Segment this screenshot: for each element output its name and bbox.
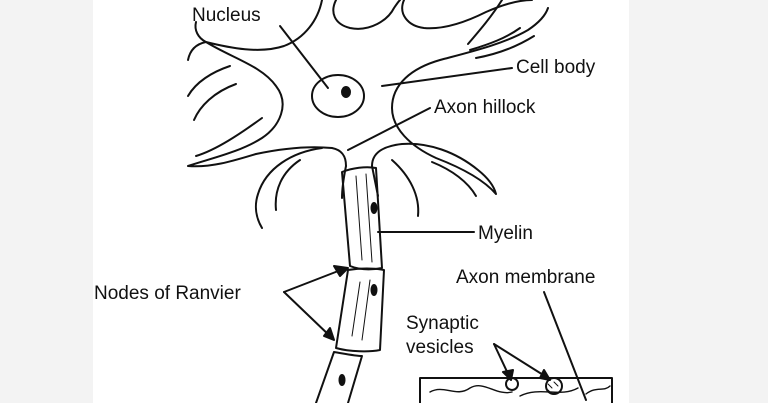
arrowhead-vesicle-2 <box>539 369 551 381</box>
leader-ranvier-2 <box>283 291 333 339</box>
arrowhead-vesicle-1 <box>502 369 514 381</box>
synapse-box <box>419 377 613 403</box>
arrowhead-ranvier-2 <box>323 327 335 341</box>
myelin-lines-2 <box>351 279 371 341</box>
label-cell-body: Cell body <box>516 57 596 78</box>
dendrite-left-c <box>195 117 263 157</box>
nucleus-shape <box>311 74 365 118</box>
left-margin <box>0 0 93 403</box>
leader-vesicle-2 <box>493 343 549 379</box>
label-myelin: Myelin <box>478 223 533 244</box>
label-axon-hillock: Axon hillock <box>434 97 536 118</box>
label-vesicles: vesicles <box>406 337 474 358</box>
dendrite-left-b <box>187 65 237 121</box>
cell-body-outline <box>187 0 549 195</box>
label-axon-membrane: Axon membrane <box>456 267 596 288</box>
dendrite-top-3 <box>467 0 503 45</box>
dendrite-lower-left <box>254 147 323 229</box>
diagram-canvas <box>93 0 629 403</box>
right-margin <box>629 0 768 403</box>
myelin-segment-2 <box>335 267 385 353</box>
arrowhead-ranvier-1 <box>333 265 349 277</box>
leader-nucleus <box>279 25 329 89</box>
leader-cell-body <box>381 67 513 87</box>
leader-axon-membrane <box>543 291 587 401</box>
nucleolus <box>341 86 351 98</box>
synaptic-vesicle-2 <box>545 377 563 395</box>
dendrite-lower-right <box>391 159 477 217</box>
leader-axon-hillock <box>347 107 431 151</box>
label-nodes-of-ranvier: Nodes of Ranvier <box>94 283 241 304</box>
leader-ranvier-1 <box>283 267 347 293</box>
label-nucleus: Nucleus <box>192 5 261 26</box>
schwann-nucleus-2 <box>370 284 378 296</box>
schwann-nucleus-3 <box>338 374 346 386</box>
schwann-nucleus-1 <box>370 202 378 214</box>
myelin-segment-3 <box>315 351 363 403</box>
dendrite-right-fibers <box>469 27 535 59</box>
vesicle-texture <box>547 381 559 395</box>
dendrite-top-1 <box>332 0 401 30</box>
myelin-lines-1 <box>355 173 373 263</box>
dendrite-top-2 <box>401 0 533 30</box>
dendrite-left-a <box>187 21 207 61</box>
label-synaptic: Synaptic <box>406 313 479 334</box>
